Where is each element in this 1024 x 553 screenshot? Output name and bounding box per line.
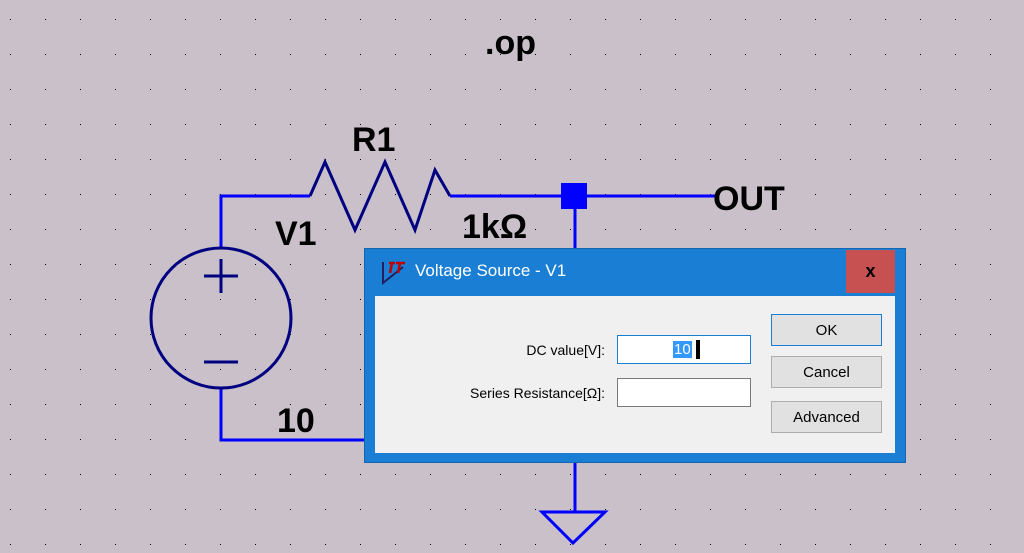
text-caret <box>696 340 700 359</box>
net-label-out[interactable]: OUT <box>713 180 785 218</box>
resistor-value[interactable]: 1kΩ <box>462 208 527 246</box>
cancel-button[interactable]: Cancel <box>771 356 882 388</box>
junction-node <box>561 183 587 209</box>
dialog-title: Voltage Source - V1 <box>415 261 567 280</box>
resistor-r1[interactable] <box>308 158 452 235</box>
ok-button[interactable]: OK <box>771 314 882 346</box>
dialog-body: DC value[V]: 10 Series Resistance[Ω]: OK… <box>375 296 895 453</box>
source-name[interactable]: V1 <box>275 215 317 253</box>
voltage-source-v1[interactable] <box>149 246 293 390</box>
series-resistance-label: Series Resistance[Ω]: <box>470 385 605 401</box>
dc-value-label: DC value[V]: <box>526 342 605 358</box>
op-directive[interactable]: .op <box>485 24 536 62</box>
series-resistance-input[interactable] <box>617 378 751 407</box>
ltspice-logo-icon <box>382 261 405 285</box>
source-value[interactable]: 10 <box>277 402 315 440</box>
dc-value-input[interactable]: 10 <box>617 335 751 364</box>
resistor-name[interactable]: R1 <box>352 121 395 159</box>
advanced-button[interactable]: Advanced <box>771 401 882 433</box>
close-button[interactable]: x <box>846 250 895 293</box>
dc-value-text: 10 <box>673 341 692 358</box>
close-icon: x <box>865 261 876 281</box>
voltage-source-dialog: Voltage Source - V1 x DC value[V]: 10 Se… <box>364 248 906 463</box>
